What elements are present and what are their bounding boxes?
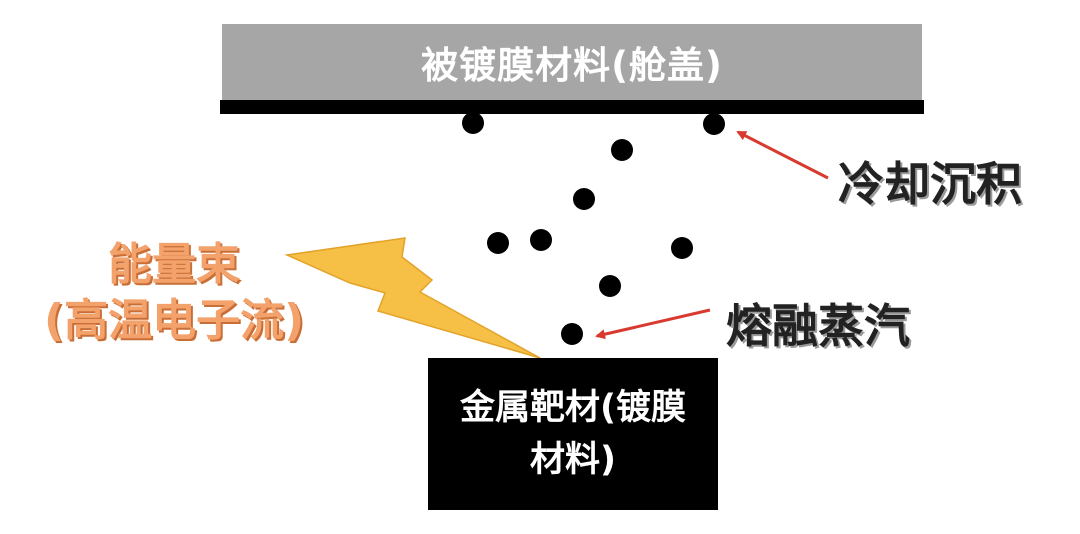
target-label: 金属靶材(镀膜材料) [460,388,686,480]
metal-target-block: 金属靶材(镀膜材料) [428,358,718,510]
particle-dot [599,275,621,297]
particle-dot [487,232,509,254]
cooling-arrow [736,130,829,180]
particle-dot [530,229,552,251]
particle-dot [671,237,693,259]
energy-beam-subtitle: (高温电子流) [44,295,305,346]
particle-dot [611,139,633,161]
substrate-deposition-surface [220,100,924,114]
particle-dot [573,188,595,210]
vapor-arrow [595,308,711,340]
particle-dot [462,112,484,134]
substrate-label: 被镀膜材料(舱盖) [421,44,723,87]
molten-vapor-label: 熔融蒸汽 [726,299,910,353]
lightning-bolt-icon [284,237,541,359]
particle-dot [703,113,725,135]
particle-dot [561,323,583,345]
energy-beam-title: 能量束 [108,239,240,290]
cooling-deposition-label: 冷却沉积 [838,157,1022,211]
substrate-coating-material: 被镀膜材料(舱盖) [222,24,922,100]
